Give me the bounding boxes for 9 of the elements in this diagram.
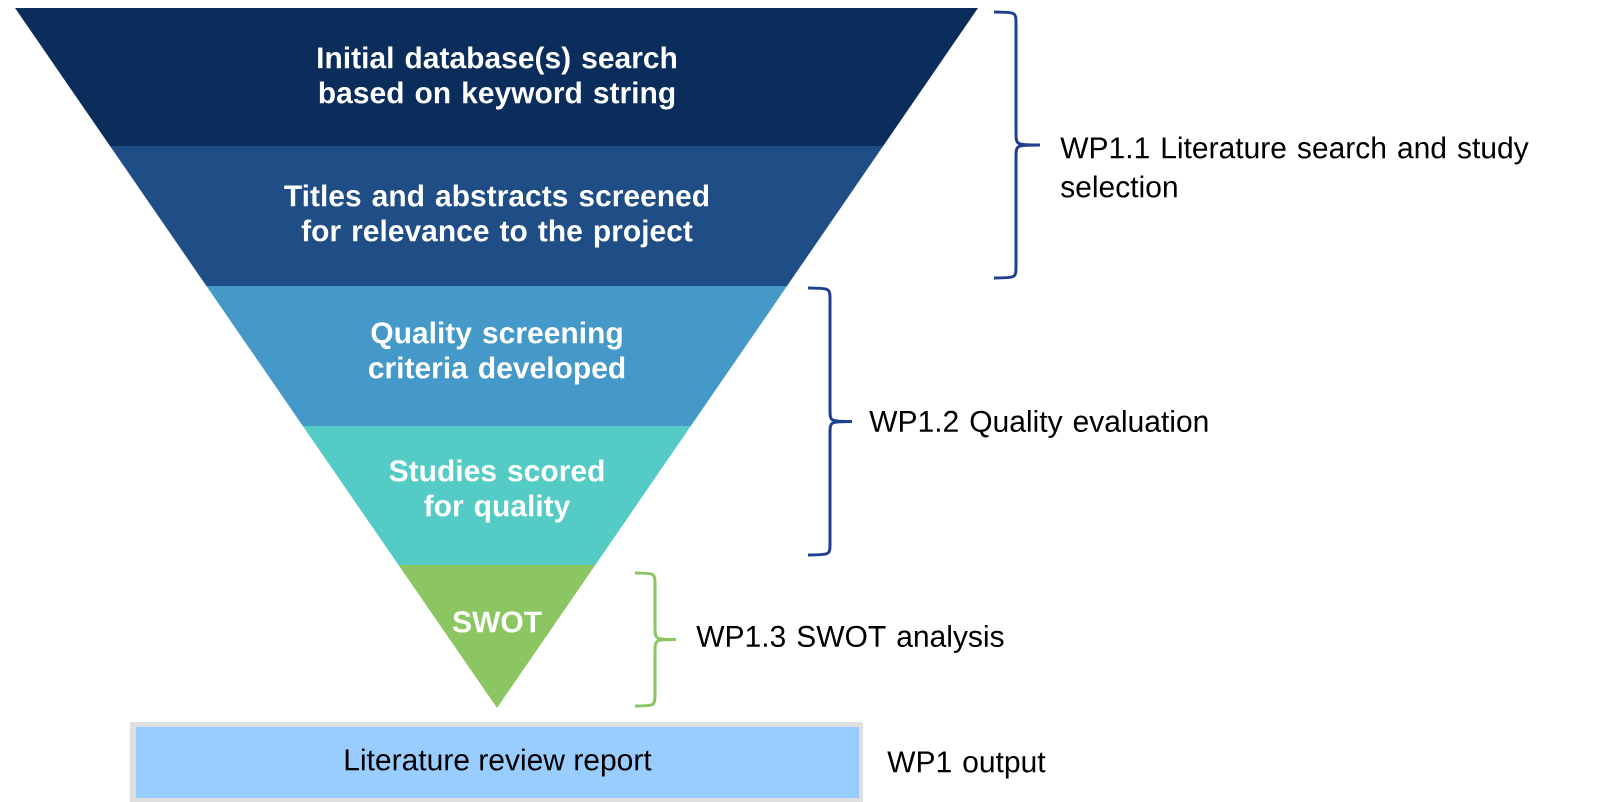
funnel-band: Titles and abstracts screened for relevance to the project bbox=[110, 146, 884, 286]
output-box: Literature review report bbox=[130, 722, 863, 802]
bracket-label: WP1.2 Quality evaluation bbox=[869, 410, 1208, 438]
funnel-band: Quality screening criteria developed bbox=[206, 286, 787, 426]
funnel-band: SWOT bbox=[398, 565, 596, 708]
funnel-band: Initial database(s) search based on keyword string bbox=[15, 8, 978, 146]
bracket-label: WP1.1 Literature search and study selection bbox=[1060, 136, 1529, 198]
bracket-label: WP1.3 SWOT analysis bbox=[696, 625, 1004, 653]
funnel-band: Studies scored for quality bbox=[302, 426, 691, 565]
